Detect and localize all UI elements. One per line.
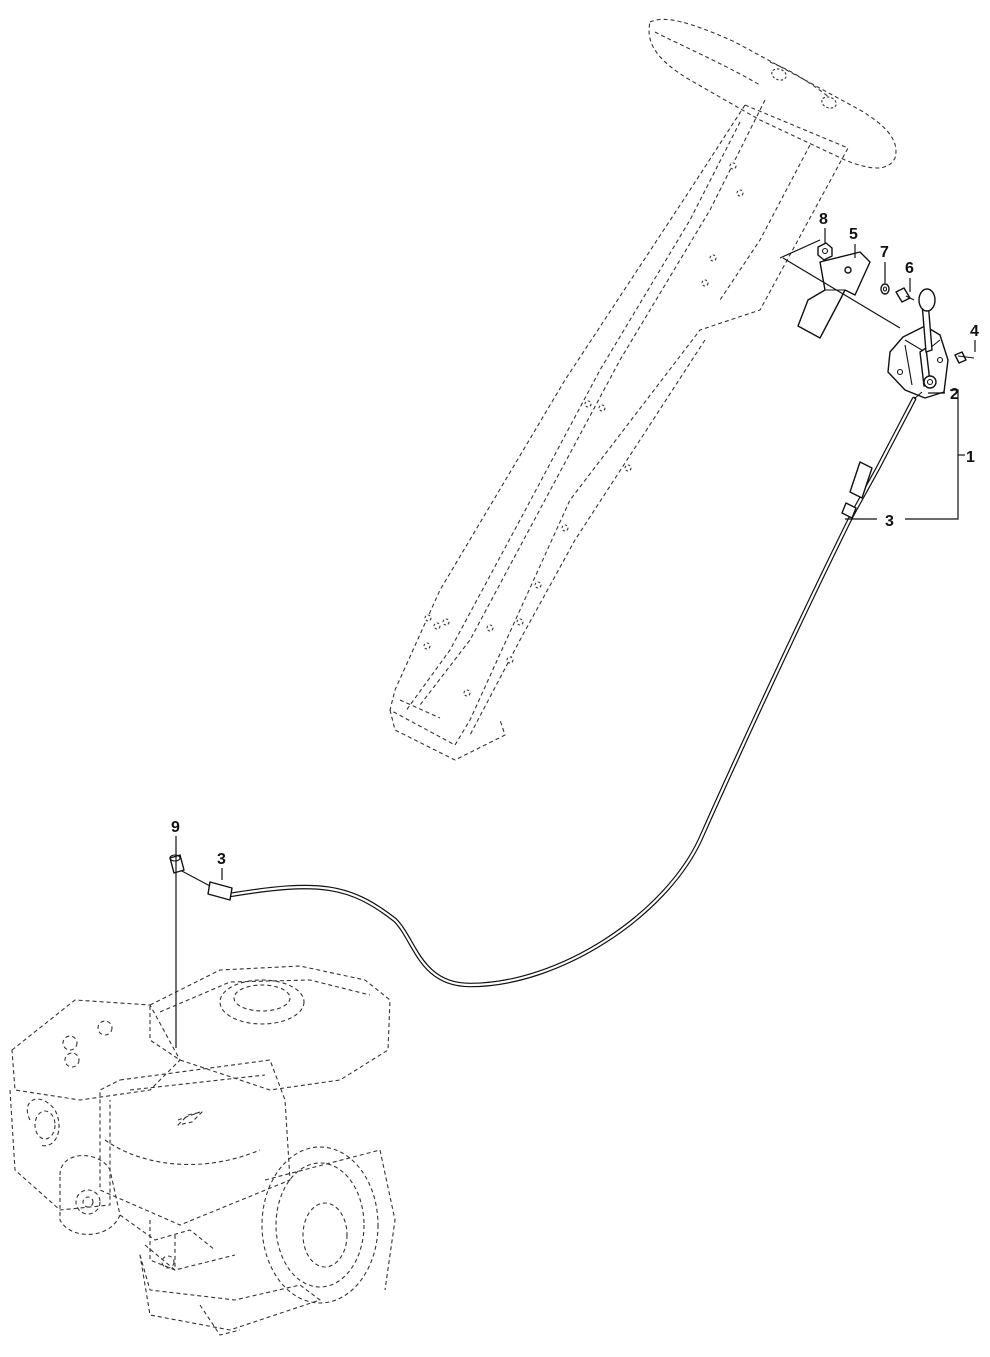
nut-part-8 [817, 242, 833, 261]
callout-8: 8 [819, 211, 828, 228]
handle-frame-ghost [389, 18, 897, 761]
callout-6: 6 [905, 260, 914, 277]
callout-1: 1 [966, 449, 975, 466]
throttle-lever-part-2 [887, 288, 949, 399]
screw-part-4 [954, 351, 975, 364]
callout-4: 4 [970, 323, 979, 340]
callout-labels: 1 2 3 3 4 5 6 7 8 9 [171, 211, 979, 868]
cable-clamp-part-9 [169, 854, 185, 874]
cable-part-3 [179, 391, 923, 988]
screw-part-6 [895, 287, 915, 303]
washer-part-7 [880, 283, 890, 295]
bracket-part-5 [797, 251, 871, 339]
leader-lines [175, 228, 976, 1048]
callout-9: 9 [171, 819, 180, 836]
callout-7: 7 [880, 244, 889, 261]
engine-ghost [9, 965, 396, 1336]
callout-2: 2 [950, 386, 959, 403]
callout-3-lower: 3 [217, 851, 226, 868]
callout-3-upper: 3 [885, 513, 894, 530]
callout-5: 5 [849, 226, 858, 243]
